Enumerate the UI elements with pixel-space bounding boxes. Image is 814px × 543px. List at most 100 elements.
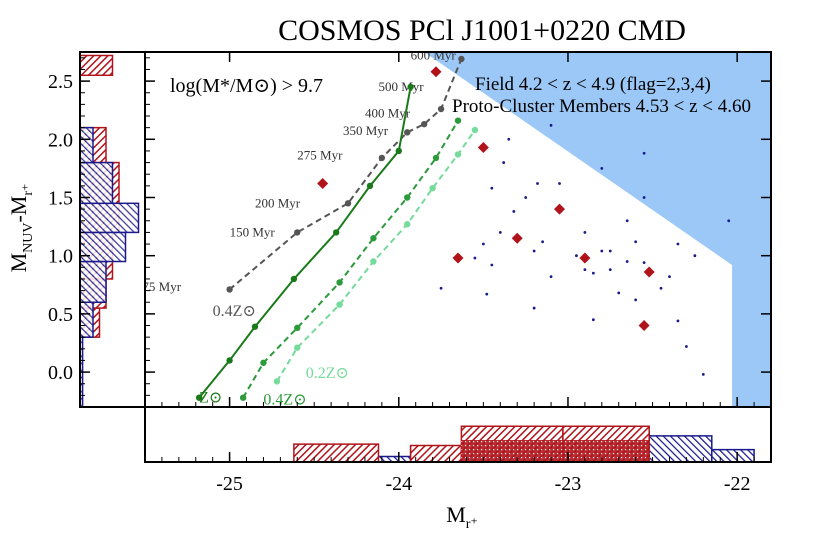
field-point xyxy=(676,319,680,323)
track-point xyxy=(332,229,340,236)
track-age-label: 400 Myr xyxy=(365,106,411,121)
track-point xyxy=(336,279,343,286)
axis-ticks: -25-24-23-220.00.51.01.52.02.5 xyxy=(48,52,771,495)
track-point xyxy=(195,394,203,401)
track-point xyxy=(437,105,445,113)
track-point xyxy=(432,154,440,162)
member-points xyxy=(317,66,655,332)
mass-cut-label: log(M*/M⊙) > 9.7 xyxy=(170,75,323,97)
track-point xyxy=(404,194,411,201)
track-point xyxy=(294,324,301,332)
magnitude-histogram xyxy=(293,425,755,463)
member-point xyxy=(554,203,566,215)
track-point xyxy=(260,359,267,366)
track-metallicity-label: 0.4Z⊙ xyxy=(263,392,306,409)
track-line xyxy=(198,86,412,399)
y-tick-label: 0.0 xyxy=(48,362,73,384)
field-points xyxy=(439,99,731,376)
field-point xyxy=(549,275,553,279)
excluded-region xyxy=(424,52,771,407)
field-point xyxy=(634,298,638,302)
field-point xyxy=(536,182,539,185)
track-line xyxy=(228,58,463,291)
y-tick-label: 1.0 xyxy=(48,246,73,268)
field-point xyxy=(727,219,731,223)
track-line xyxy=(276,129,476,382)
track-point xyxy=(344,200,352,207)
field-point xyxy=(625,260,629,263)
field-point xyxy=(524,196,528,199)
track-age-label: 500 Myr xyxy=(378,79,424,94)
field-point xyxy=(473,256,477,260)
y-tick-label: 2.0 xyxy=(48,129,73,151)
track-point xyxy=(404,221,411,228)
track-point xyxy=(458,55,465,63)
field-point xyxy=(532,306,536,310)
track-point xyxy=(370,258,377,265)
field-point xyxy=(642,196,646,199)
field-point xyxy=(634,240,638,244)
field-point xyxy=(502,161,506,164)
track-point xyxy=(471,126,479,134)
field-point xyxy=(485,292,489,296)
field-point xyxy=(490,263,494,267)
member-point xyxy=(317,178,329,190)
track-point xyxy=(395,147,402,155)
member-histogram-bar xyxy=(79,54,114,77)
field-point xyxy=(617,291,621,295)
field-point xyxy=(512,210,516,213)
field-point xyxy=(541,240,544,244)
track-point xyxy=(290,275,298,283)
x-tick-label: -22 xyxy=(724,473,751,495)
field-histogram-bar xyxy=(648,435,713,463)
side-hist-frame xyxy=(79,51,146,408)
field-point xyxy=(701,373,705,376)
field-point xyxy=(668,275,671,279)
track-metallicity-label: Z⊙ xyxy=(199,389,222,406)
field-point xyxy=(439,286,443,290)
y-tick-label: 1.5 xyxy=(48,187,73,209)
field-histogram-bar xyxy=(79,301,94,338)
legend-field: Field 4.2 < z < 4.9 (flag=2,3,4) xyxy=(475,74,711,95)
field-point xyxy=(481,242,485,246)
field-point xyxy=(490,186,494,190)
track-point xyxy=(251,323,259,330)
track-point xyxy=(226,357,233,364)
x-tick-label: -25 xyxy=(216,473,243,495)
field-point xyxy=(591,318,595,322)
track-point xyxy=(294,229,301,236)
member-point xyxy=(452,252,464,264)
field-point xyxy=(498,231,502,234)
track-metallicity-label: 0.4Z⊙ xyxy=(213,303,256,320)
field-point xyxy=(583,268,587,272)
field-point xyxy=(625,219,629,223)
field-histogram-bar xyxy=(79,126,94,164)
y-tick-label: 0.5 xyxy=(48,304,73,326)
field-point xyxy=(558,182,561,185)
field-point xyxy=(600,166,604,170)
field-histogram-bar xyxy=(79,231,127,263)
track-age-label: 200 Myr xyxy=(255,195,301,210)
member-point xyxy=(643,266,655,278)
track-point xyxy=(294,344,301,351)
field-point xyxy=(608,268,612,272)
bottom-hist-frame xyxy=(144,406,772,463)
track-age-label: 275 Myr xyxy=(297,148,343,163)
track-metallicity-label: 0.2Z⊙ xyxy=(306,365,349,382)
track-point xyxy=(366,182,374,190)
track-age-label: 350 Myr xyxy=(343,123,389,138)
track-point xyxy=(454,117,462,124)
field-point xyxy=(685,345,688,348)
track-line xyxy=(242,120,459,399)
field-point xyxy=(676,242,680,246)
field-point xyxy=(608,249,612,253)
field-point xyxy=(642,151,646,155)
member-histogram-bar xyxy=(409,444,463,463)
field-point xyxy=(549,123,553,127)
track-point xyxy=(404,129,411,136)
track-point xyxy=(407,83,414,91)
x-axis-label: Mr⁺ xyxy=(446,502,478,532)
field-point xyxy=(532,249,536,253)
